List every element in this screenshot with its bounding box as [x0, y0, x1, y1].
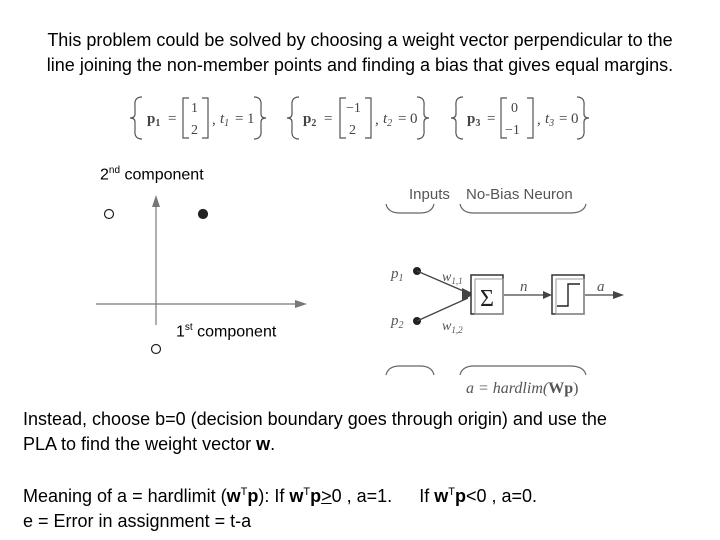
pair1-vec-bottom: 2	[191, 123, 198, 138]
pair3-target: 0	[571, 111, 579, 127]
pair1-t-sub: 1	[224, 118, 229, 129]
input-p2-label: p2	[390, 313, 404, 331]
pair3-t-sub: 3	[548, 118, 554, 129]
pair3-p-sub: 3	[475, 118, 480, 129]
neuron-bracket-bottom	[459, 365, 587, 376]
pair3-p: p	[467, 111, 475, 127]
pair1-target: 1	[247, 111, 255, 127]
weight-line-1	[416, 270, 469, 294]
pair3-vec-top: 0	[511, 101, 518, 116]
pair3-vec-bottom: −1	[505, 123, 520, 138]
svg-text:=: =	[398, 111, 406, 127]
svg-text:p2: p2	[303, 111, 316, 129]
plot-point-2	[103, 208, 115, 220]
svg-text:=: =	[559, 111, 567, 127]
svg-text:=: =	[324, 111, 332, 127]
paragraph-instead: Instead, choose b=0 (decision boundary g…	[23, 407, 607, 457]
svg-text:,: ,	[375, 112, 379, 128]
svg-text:t3: t3	[545, 111, 554, 129]
plot-point-1	[197, 208, 209, 220]
scatter-plot	[96, 195, 307, 355]
pair2-vec-top: −1	[346, 101, 361, 116]
neuron-equation: a = hardlim(Wp)	[466, 380, 578, 397]
weight-w12-label: w1,2	[442, 319, 463, 335]
meaning-line: Meaning of a = hardlimit (wTp): If wTp>0…	[23, 486, 538, 506]
svg-text:,: ,	[537, 112, 541, 128]
pair1-p-sub: 1	[155, 118, 160, 129]
paragraph-instead-line-1: Instead, choose b=0 (decision boundary g…	[23, 409, 607, 429]
pair1-vec-top: 1	[191, 101, 198, 116]
y-axis-label: 2nd component	[100, 165, 204, 184]
svg-text:=: =	[487, 111, 495, 127]
intro-line-2: line joining the non-member points and f…	[46, 55, 674, 75]
intro-line-1: This problem could be solved by choosing…	[47, 30, 673, 50]
svg-text:t2: t2	[383, 111, 392, 129]
svg-text:p1: p1	[147, 111, 160, 129]
inputs-bracket-bottom	[385, 365, 435, 376]
x-axis-label: 1st component	[176, 322, 277, 341]
weight-w11-label: w1,1	[442, 270, 463, 286]
net-input-label: n	[520, 279, 528, 295]
svg-text:,: ,	[212, 112, 216, 128]
error-line: e = Error in assignment = t-a	[23, 511, 252, 531]
neuron-diagram: Inputs No-Bias Neuron p1 p2 w1,1 w1,2 Σ …	[385, 186, 624, 397]
x-axis-arrowhead	[295, 300, 307, 308]
training-set-equation: p1 = 1 2 , t1 = 1 p2 = −1 2 , t2 = 0 p3 …	[129, 96, 590, 140]
weight-line-2	[416, 297, 469, 322]
svg-text:t1: t1	[220, 111, 229, 129]
pair1-p: p	[147, 111, 155, 127]
neuron-bracket-top	[459, 203, 587, 214]
pair2-p: p	[303, 111, 311, 127]
step-function-icon	[557, 283, 580, 307]
pair2-t-sub: 2	[387, 118, 392, 129]
pair2-p-sub: 2	[311, 118, 316, 129]
inputs-bracket-top	[385, 203, 435, 214]
pair2-vec-bottom: 2	[349, 123, 356, 138]
intro-text: This problem could be solved by choosing…	[0, 28, 720, 78]
input-p1-label: p1	[390, 266, 404, 284]
svg-text:=: =	[168, 111, 176, 127]
sum-symbol: Σ	[480, 286, 494, 312]
y-axis-arrowhead	[152, 195, 160, 207]
output-a-label: a	[597, 279, 605, 295]
plot-point-3	[150, 343, 162, 355]
pair2-target: 0	[410, 111, 418, 127]
paragraph-meaning: Meaning of a = hardlimit (wTp): If wTp>0…	[23, 480, 537, 534]
svg-text:p3: p3	[467, 111, 480, 129]
neuron-label: No-Bias Neuron	[466, 186, 573, 203]
svg-text:=: =	[235, 111, 243, 127]
inputs-label: Inputs	[409, 186, 450, 203]
paragraph-instead-line-2: PLA to find the weight vector w.	[23, 434, 276, 454]
